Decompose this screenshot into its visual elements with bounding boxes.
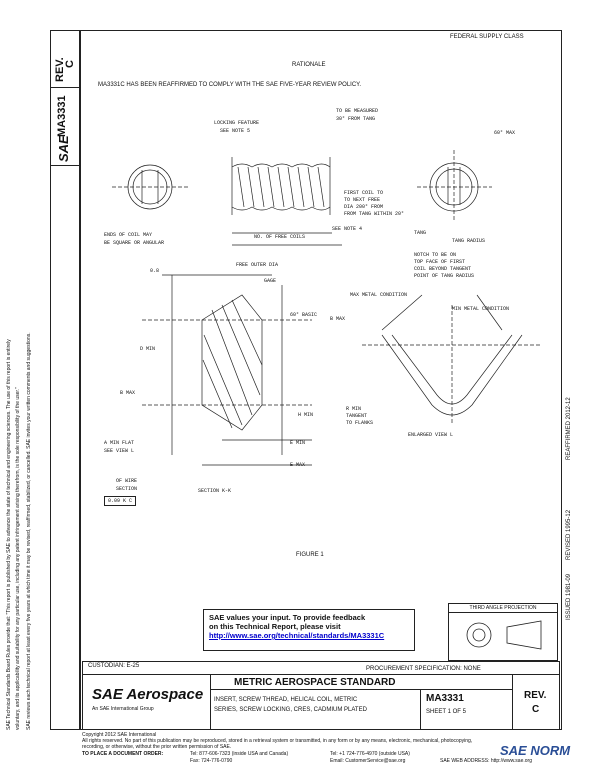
- fax: Fax: 724-776-0790: [190, 758, 233, 764]
- rationale-title: RATIONALE: [292, 62, 326, 68]
- order-label: TO PLACE A DOCUMENT ORDER:: [82, 751, 164, 757]
- label-to-flanks: TO FLANKS: [346, 420, 374, 426]
- label-d-min: D MIN: [140, 346, 156, 352]
- label-h-min: H MIN: [298, 412, 314, 418]
- label-from-tang: 30° FROM TANG: [336, 116, 376, 122]
- desc-line-1: INSERT, SCREW THREAD, HELICAL COIL, METR…: [214, 697, 358, 703]
- label-notch-1: NOTCH TO BE ON: [414, 252, 457, 258]
- label-e-min: E MIN: [290, 440, 306, 446]
- label-see-note-5: SEE NOTE 5: [220, 128, 251, 134]
- side-column: [50, 30, 80, 730]
- label-gage: GAGE: [264, 278, 277, 284]
- rationale-text: MA3331C HAS BEEN REAFFIRMED TO COMPLY WI…: [98, 82, 362, 88]
- label-max-metal: MAX METAL CONDITION: [350, 292, 408, 298]
- side-divider: [50, 165, 80, 166]
- label-first-coil: FIRST COIL TO: [344, 190, 384, 196]
- thread-section: [142, 274, 312, 466]
- title-divider: [82, 674, 560, 675]
- projection-symbol-icon: [466, 620, 542, 650]
- label-tang: TANG: [414, 230, 427, 236]
- label-section-kk: SECTION K-K: [198, 488, 232, 494]
- margin-text-2: voluntary, and its applicability and sui…: [15, 387, 21, 730]
- label-be-square: BE SQUARE OR ANGULAR: [104, 240, 165, 246]
- procurement-spec: PROCUREMENT SPECIFICATION: NONE: [366, 666, 481, 672]
- standard-title: METRIC AEROSPACE STANDARD: [234, 677, 396, 688]
- revised-date: REVISED 1995-12: [566, 509, 572, 560]
- rev-value-bottom: C: [532, 704, 540, 715]
- brand-subtitle: An SAE International Group: [92, 706, 154, 712]
- federal-supply-class: FEDERAL SUPPLY CLASS: [450, 34, 524, 40]
- third-angle-label: THIRD ANGLE PROJECTION: [449, 604, 557, 613]
- desc-line-2: SERIES, SCREW LOCKING, CRES, CADMIUM PLA…: [214, 707, 367, 713]
- label-no-free-coils: NO. OF FREE COILS: [254, 234, 306, 240]
- title-divider-2: [210, 689, 512, 690]
- label-notch-3: COIL BEYOND TANGENT: [414, 266, 472, 272]
- title-block: [82, 661, 560, 730]
- label-pitch-08: 0.8: [150, 268, 160, 274]
- enlarged-view: [362, 294, 542, 425]
- label-of-wire: OF WIRE: [116, 478, 138, 484]
- label-see-view-l: SEE VIEW L: [104, 448, 135, 454]
- rights-text: All rights reserved. No part of this pub…: [82, 738, 473, 744]
- rev-box: [50, 30, 80, 88]
- doc-number-side: MA3331: [56, 95, 68, 137]
- rev-label-bottom: REV.: [524, 690, 547, 701]
- label-free-outer-dia: FREE OUTER DIA: [236, 262, 279, 268]
- custodian: CUSTODIAN: E-25: [88, 663, 140, 669]
- label-tolerance: 0.09 K C: [104, 496, 137, 506]
- label-notch-4: POINT OF TANG RADIUS: [414, 273, 475, 279]
- feedback-box: SAE values your input. To provide feedba…: [203, 609, 415, 651]
- label-min-metal: MIN METAL CONDITION: [452, 306, 510, 312]
- label-tangent: TANGENT: [346, 413, 368, 419]
- third-angle-box: THIRD ANGLE PROJECTION: [448, 603, 558, 661]
- tel-usa: Tel: 877-606-7323 (inside USA and Canada…: [190, 751, 289, 757]
- watermark-logo: SAE NORM: [500, 743, 571, 758]
- label-locking-feature: LOCKING FEATURE: [214, 120, 260, 126]
- feedback-line-1: SAE values your input. To provide feedba…: [209, 613, 366, 622]
- feedback-link[interactable]: http://www.sae.org/technical/standards/M…: [209, 631, 385, 640]
- technical-drawing: [112, 150, 542, 466]
- margin-text-3: SAE reviews each technical report at lea…: [26, 332, 32, 730]
- title-vline-1: [210, 674, 211, 730]
- margin-text-1: SAE Technical Standards Board Rules prov…: [6, 339, 12, 730]
- rights-text-2: recording, or otherwise, without the pri…: [82, 744, 232, 750]
- tel-intl: Tel: +1 724-776-4970 (outside USA): [330, 751, 410, 757]
- copyright: Copyright 2012 SAE International: [82, 732, 157, 738]
- title-vline-2: [420, 689, 421, 730]
- email: Email: CustomerService@sae.org: [330, 758, 406, 764]
- label-b-max: B MAX: [330, 316, 346, 322]
- sheet-number: SHEET 1 OF 5: [426, 709, 466, 715]
- sae-aerospace-brand: SAE Aerospace: [92, 686, 204, 703]
- label-next-free: TO NEXT FREE: [344, 197, 381, 203]
- label-section: SECTION: [116, 486, 138, 492]
- label-enlarged-view: ENLARGED VIEW L: [408, 432, 454, 438]
- label-e-max: E MAX: [290, 462, 306, 468]
- label-deg-max: 60° MAX: [494, 130, 516, 136]
- label-tang-radius: TANG RADIUS: [452, 238, 486, 244]
- label-b-max-2: B MAX: [120, 390, 136, 396]
- figure-caption: FIGURE 1: [296, 552, 324, 558]
- reaffirmed-date: REAFFIRMED 2012-12: [566, 397, 572, 460]
- coil-side-view: [231, 157, 342, 246]
- doc-number: MA3331: [426, 693, 464, 704]
- rev-value: C: [64, 60, 76, 68]
- web-address: SAE WEB ADDRESS: http://www.sae.org: [440, 758, 532, 764]
- label-basic-60: 60° BASIC: [290, 312, 318, 318]
- label-ends-of-coil: ENDS OF COIL MAY: [104, 232, 153, 238]
- label-see-note-4: SEE NOTE 4: [332, 226, 363, 232]
- title-vline-3: [512, 674, 513, 730]
- label-a-min-flat: A MIN FLAT: [104, 440, 135, 446]
- feedback-line-2: on this Technical Report, please visit: [209, 622, 341, 631]
- label-from-tang-within: FROM TANG WITHIN 20°: [344, 211, 405, 217]
- label-to-be-measured: TO BE MEASURED: [336, 108, 379, 114]
- issued-date: ISSUED 1981-09: [566, 573, 572, 620]
- label-r-min: R MIN: [346, 406, 362, 412]
- label-dia-200: DIA 200° FROM: [344, 204, 384, 210]
- label-notch-2: TOP FACE OF FIRST: [414, 259, 466, 265]
- sae-logo-side: SAE: [56, 135, 71, 162]
